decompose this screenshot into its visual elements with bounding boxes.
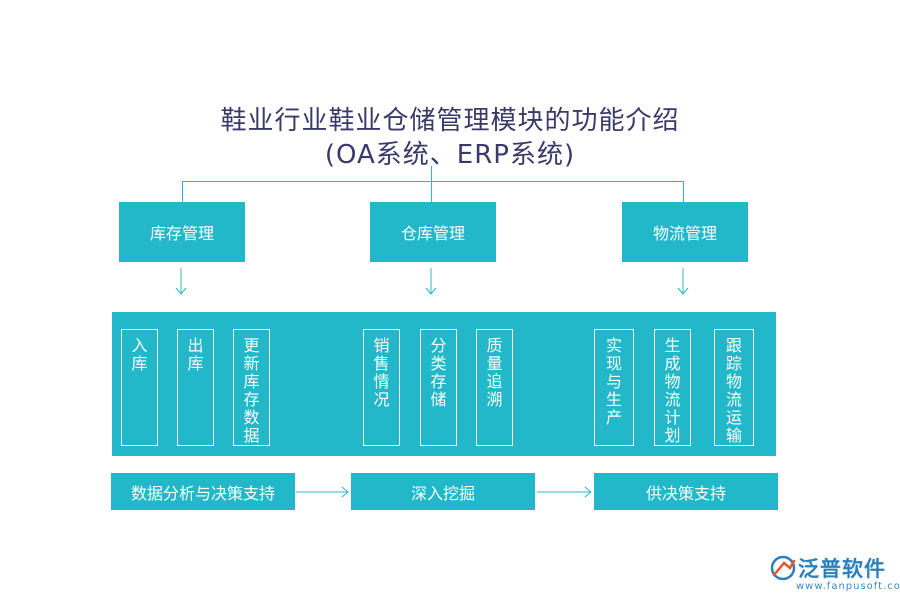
right-arrow-icon [537,486,592,498]
down-arrow-icon [425,268,437,295]
brand-logo: 泛普软件 www.fanpusoft.com [770,553,900,597]
module-box-inventory: 库存管理 [119,202,245,262]
module-box-logistics: 物流管理 [622,202,748,262]
flow-label: 数据分析与决策支持 [130,483,275,503]
function-cell: 出库 [177,329,214,446]
function-cell: 质量追溯 [476,329,513,446]
function-panel: 入库 出库 更新库存数据 销售情况 分类存储 质量追溯 实现与生产 生成物流计划… [112,312,776,456]
tree-drop-middle [431,181,432,202]
flow-label: 深入挖掘 [410,483,475,503]
right-arrow-icon [296,486,349,498]
flow-box-mining: 深入挖掘 [351,473,535,510]
logo-url-text: www.fanpusoft.com [796,581,900,592]
module-label: 库存管理 [149,224,214,243]
function-cell: 实现与生产 [594,329,634,446]
flow-box-support: 供决策支持 [594,473,778,510]
function-cell: 生成物流计划 [654,329,691,446]
title-line-2: (OA系统、ERP系统) [324,140,576,170]
title-line-1: 鞋业行业鞋业仓储管理模块的功能介绍 [220,106,680,136]
function-cell: 分类存储 [420,329,457,446]
function-cell: 销售情况 [363,329,400,446]
function-cell: 入库 [121,329,158,446]
function-cell: 更新库存数据 [233,329,270,446]
tree-trunk [431,166,432,181]
tree-drop-left [182,181,183,202]
logo-brand-text: 泛普软件 [798,557,886,581]
tree-drop-right [683,181,684,202]
function-cell: 跟踪物流运输 [714,329,754,446]
module-box-warehouse: 仓库管理 [370,202,496,262]
down-arrow-icon [677,268,689,295]
tree-horizontal [182,181,684,182]
logo-mark-icon [770,555,796,581]
module-label: 仓库管理 [400,224,465,243]
flow-label: 供决策支持 [645,483,726,503]
down-arrow-icon [175,268,187,295]
module-label: 物流管理 [652,224,717,243]
flow-box-analysis: 数据分析与决策支持 [111,473,295,510]
